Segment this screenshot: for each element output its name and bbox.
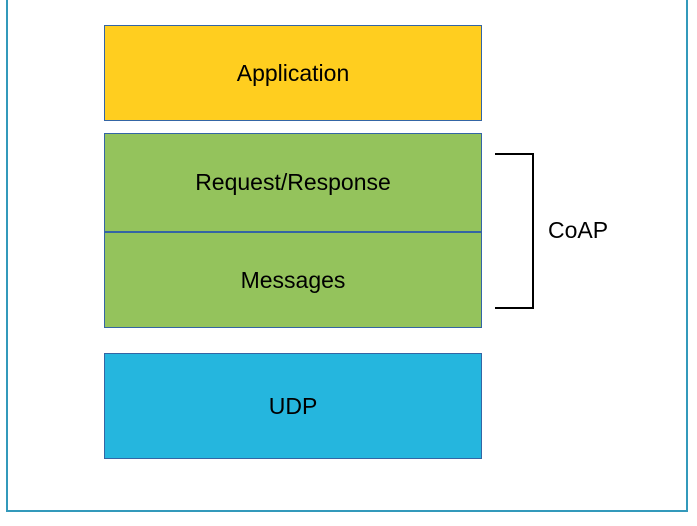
layer-label-request-response: Request/Response: [195, 169, 391, 195]
layer-label-messages: Messages: [240, 266, 346, 293]
layer-box-udp[interactable]: UDP: [104, 353, 482, 459]
layer-box-messages[interactable]: Messages: [104, 232, 482, 328]
coap-group-bracket: [495, 153, 534, 309]
layer-box-application[interactable]: Application: [104, 25, 482, 121]
layer-box-request-response[interactable]: Request/Response: [104, 133, 482, 232]
layer-label-application: Application: [236, 59, 350, 86]
layer-label-udp: UDP: [268, 392, 318, 419]
coap-group-label: CoAP: [548, 217, 609, 243]
